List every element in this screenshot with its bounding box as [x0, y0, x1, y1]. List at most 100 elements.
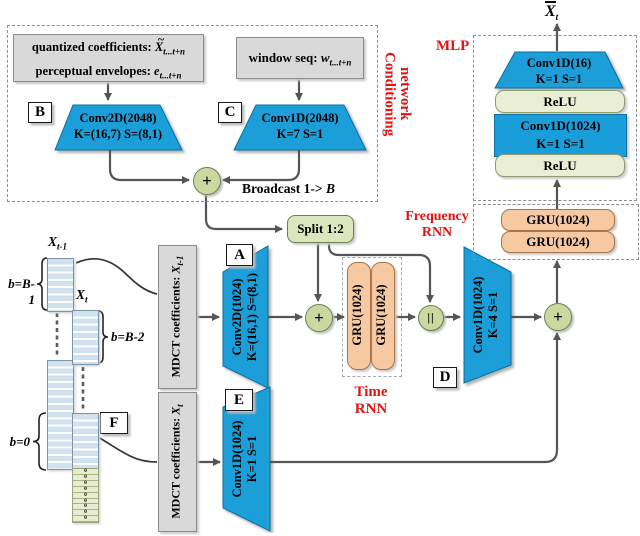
concat-circle: || [418, 305, 444, 331]
time-title-line1: Time [354, 384, 388, 400]
mlp-conv1024: Conv1D(1024) K=1 S=1 [494, 114, 627, 157]
conditioning-title-line2: network [397, 67, 413, 121]
freq-gru2: GRU(1024) [501, 231, 615, 253]
mlp-conv16-text: Conv1D(16) K=1 S=1 [526, 56, 592, 86]
conv-c-trapezoid [233, 104, 367, 151]
leader-curves [75, 257, 158, 463]
mlp-relu2: ReLU [495, 154, 625, 177]
plus-sign: + [202, 171, 212, 190]
xprev-label: Xt-1 [48, 234, 68, 252]
tilde-accent: ~ [157, 32, 165, 46]
tag-a: A [226, 244, 253, 266]
zero-cell: 0 [73, 504, 98, 511]
zero-padding-column: 0 0 0 0 0 0 0 0 0 [72, 468, 99, 523]
conv-a-text: Conv2D(1024) K=(16,1) S=(8,1) [230, 272, 259, 362]
mlp-box [473, 35, 637, 201]
split-box: Split 1:2 [287, 215, 354, 243]
broadcast-label: Broadcast 1-> B [242, 181, 335, 196]
conv-c-text: Conv1D(2048) K=7 S=1 [261, 111, 339, 141]
conv-e-text: Conv1D(1024) K=1 S=1 [230, 420, 259, 498]
curve-xcur-to-mdct2 [97, 436, 158, 463]
mdct2-text: MDCT coefficients: Xt [168, 404, 185, 519]
brace-b-top [36, 257, 48, 311]
time-gru2 [371, 262, 395, 370]
braces [32, 257, 109, 471]
tag-e: E [225, 389, 253, 411]
envelopes-var: et...t+n [154, 63, 182, 81]
conv-d-trapezoid [463, 246, 512, 384]
frequency-rnn-box [473, 204, 639, 260]
window-seq-var: wt...t+n [320, 50, 352, 68]
quantized-line: quantized coefficients: ~Xt...t+n [14, 32, 203, 62]
plus-sign: + [314, 308, 324, 327]
time-title-line2: RNN [354, 401, 388, 417]
concat-sign: || [427, 310, 435, 324]
time-plus-circle: + [305, 304, 333, 332]
tag-b: B [28, 102, 52, 123]
time-rnn-title: Time RNN [345, 384, 397, 418]
tag-c: C [218, 102, 242, 123]
arrow-e-to-right-plus [270, 332, 561, 464]
brace-b-mid [97, 310, 109, 364]
window-seq-box: window seq: wt...t+n [236, 37, 364, 79]
mlp-conv16-trapezoid [494, 51, 624, 89]
frequency-title-line1: Frequency [405, 209, 469, 224]
flow-arrows [104, 23, 561, 466]
time-gru2-text: GRU(1024) [374, 284, 388, 346]
time-rnn-box [342, 257, 402, 377]
xcur-label: Xt [76, 287, 88, 305]
quantized-var: ~Xt...t+n [154, 32, 186, 57]
conditioning-title-line1: Conditioning [381, 51, 398, 137]
conditioning-network-box [7, 25, 378, 202]
frequency-rnn-title: Frequency RNN [397, 209, 477, 241]
time-gru1-text: GRU(1024) [350, 284, 364, 346]
time-gru1 [347, 262, 371, 370]
xprev-column-bottom [47, 360, 74, 470]
arrow-plus-to-split [204, 193, 283, 233]
xprev-column-top [47, 258, 74, 312]
frequency-title-line2: RNN [421, 225, 453, 240]
zero-cell: 0 [73, 516, 98, 523]
envelopes-line: perceptual envelopes: et...t+n [14, 62, 203, 86]
b-bottom-label: b=0 [9, 434, 30, 449]
mlp-title: MLP [436, 38, 470, 54]
conv-trapezoids [54, 51, 624, 532]
mdct1-text: MDCT coefficients: Xt-1 [168, 255, 185, 378]
tag-f: F [100, 412, 128, 434]
mlp-relu1: ReLU [495, 90, 625, 113]
quantized-coefficients-box: quantized coefficients: ~Xt...t+n percep… [13, 32, 204, 82]
zero-cell: 0 [73, 468, 98, 475]
envelopes-label: perceptual envelopes: [35, 63, 151, 78]
b-mid-label: b=B-2 [111, 329, 145, 344]
zero-cell: 0 [73, 498, 98, 505]
freq-gru1: GRU(1024) [501, 209, 615, 231]
arrow-c-to-plus [222, 150, 301, 184]
conditioning-network-title: Conditioning network [381, 28, 414, 160]
xcur-column-top [72, 310, 99, 365]
output-label: Xt [545, 1, 559, 23]
b-top-label: b=B-1 [8, 276, 35, 307]
brace-b-bottom [32, 412, 47, 471]
arrow-b-to-plus [108, 150, 190, 184]
mdct-coefficients-box-cur [158, 392, 197, 532]
zero-cell: 0 [73, 492, 98, 499]
plus-sign: + [553, 307, 563, 326]
split-label: Split 1:2 [297, 221, 344, 236]
zero-cell: 0 [73, 480, 98, 487]
zero-cell: 0 [73, 474, 98, 481]
conv-d-text: Conv1D(1024) K=4 S=1 [471, 276, 500, 354]
xcur-column-bottom [72, 413, 99, 470]
window-seq-label: window seq: [248, 50, 318, 65]
curve-xprev-to-mdct1 [75, 257, 158, 295]
quantized-label: quantized coefficients: [31, 40, 152, 54]
conditioning-plus-circle: + [193, 167, 221, 195]
arrow-split-to-concat [327, 241, 434, 303]
right-plus-circle: + [544, 303, 572, 331]
mdct-coefficients-box-prev [158, 245, 197, 389]
conv-b-trapezoid [54, 104, 183, 151]
zero-cell: 0 [73, 486, 98, 493]
conv-b-text: Conv2D(2048) K=(16,7) S=(8,1) [73, 111, 163, 141]
tag-d: D [433, 367, 457, 388]
zero-cell: 0 [73, 510, 98, 517]
